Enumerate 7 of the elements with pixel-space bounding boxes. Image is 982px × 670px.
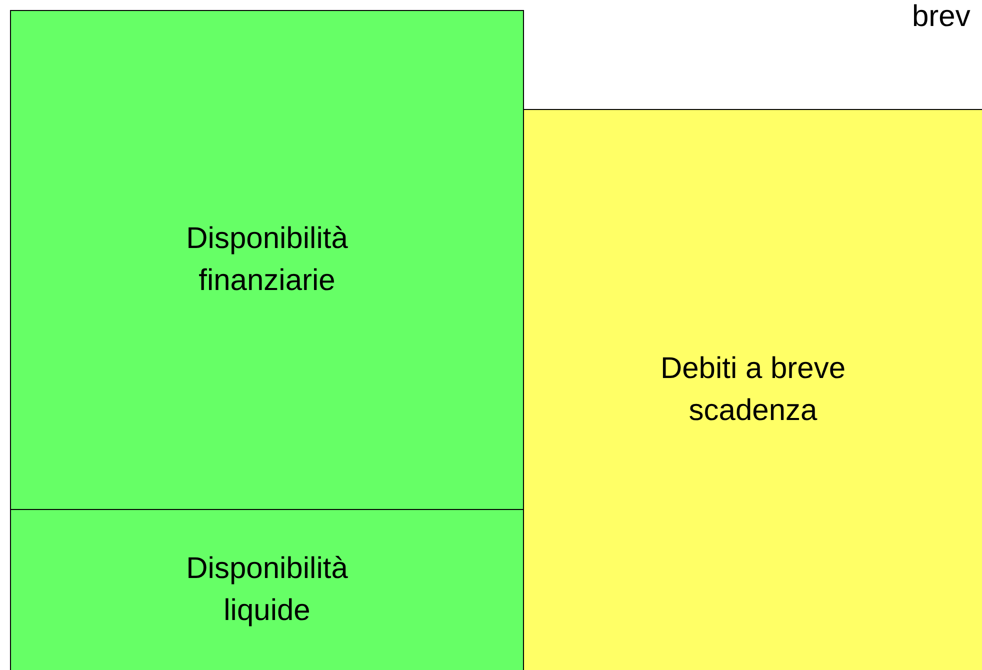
block-label: Disponibilità liquide: [185, 551, 349, 629]
block-label: Debiti a breve scadenza: [659, 351, 847, 429]
balance-block: [10, 509, 524, 670]
cut-off-text: brev: [912, 0, 970, 34]
balance-block: [523, 109, 982, 670]
block-label: Disponibilità finanziarie: [185, 221, 349, 299]
balance-block: [10, 10, 524, 510]
